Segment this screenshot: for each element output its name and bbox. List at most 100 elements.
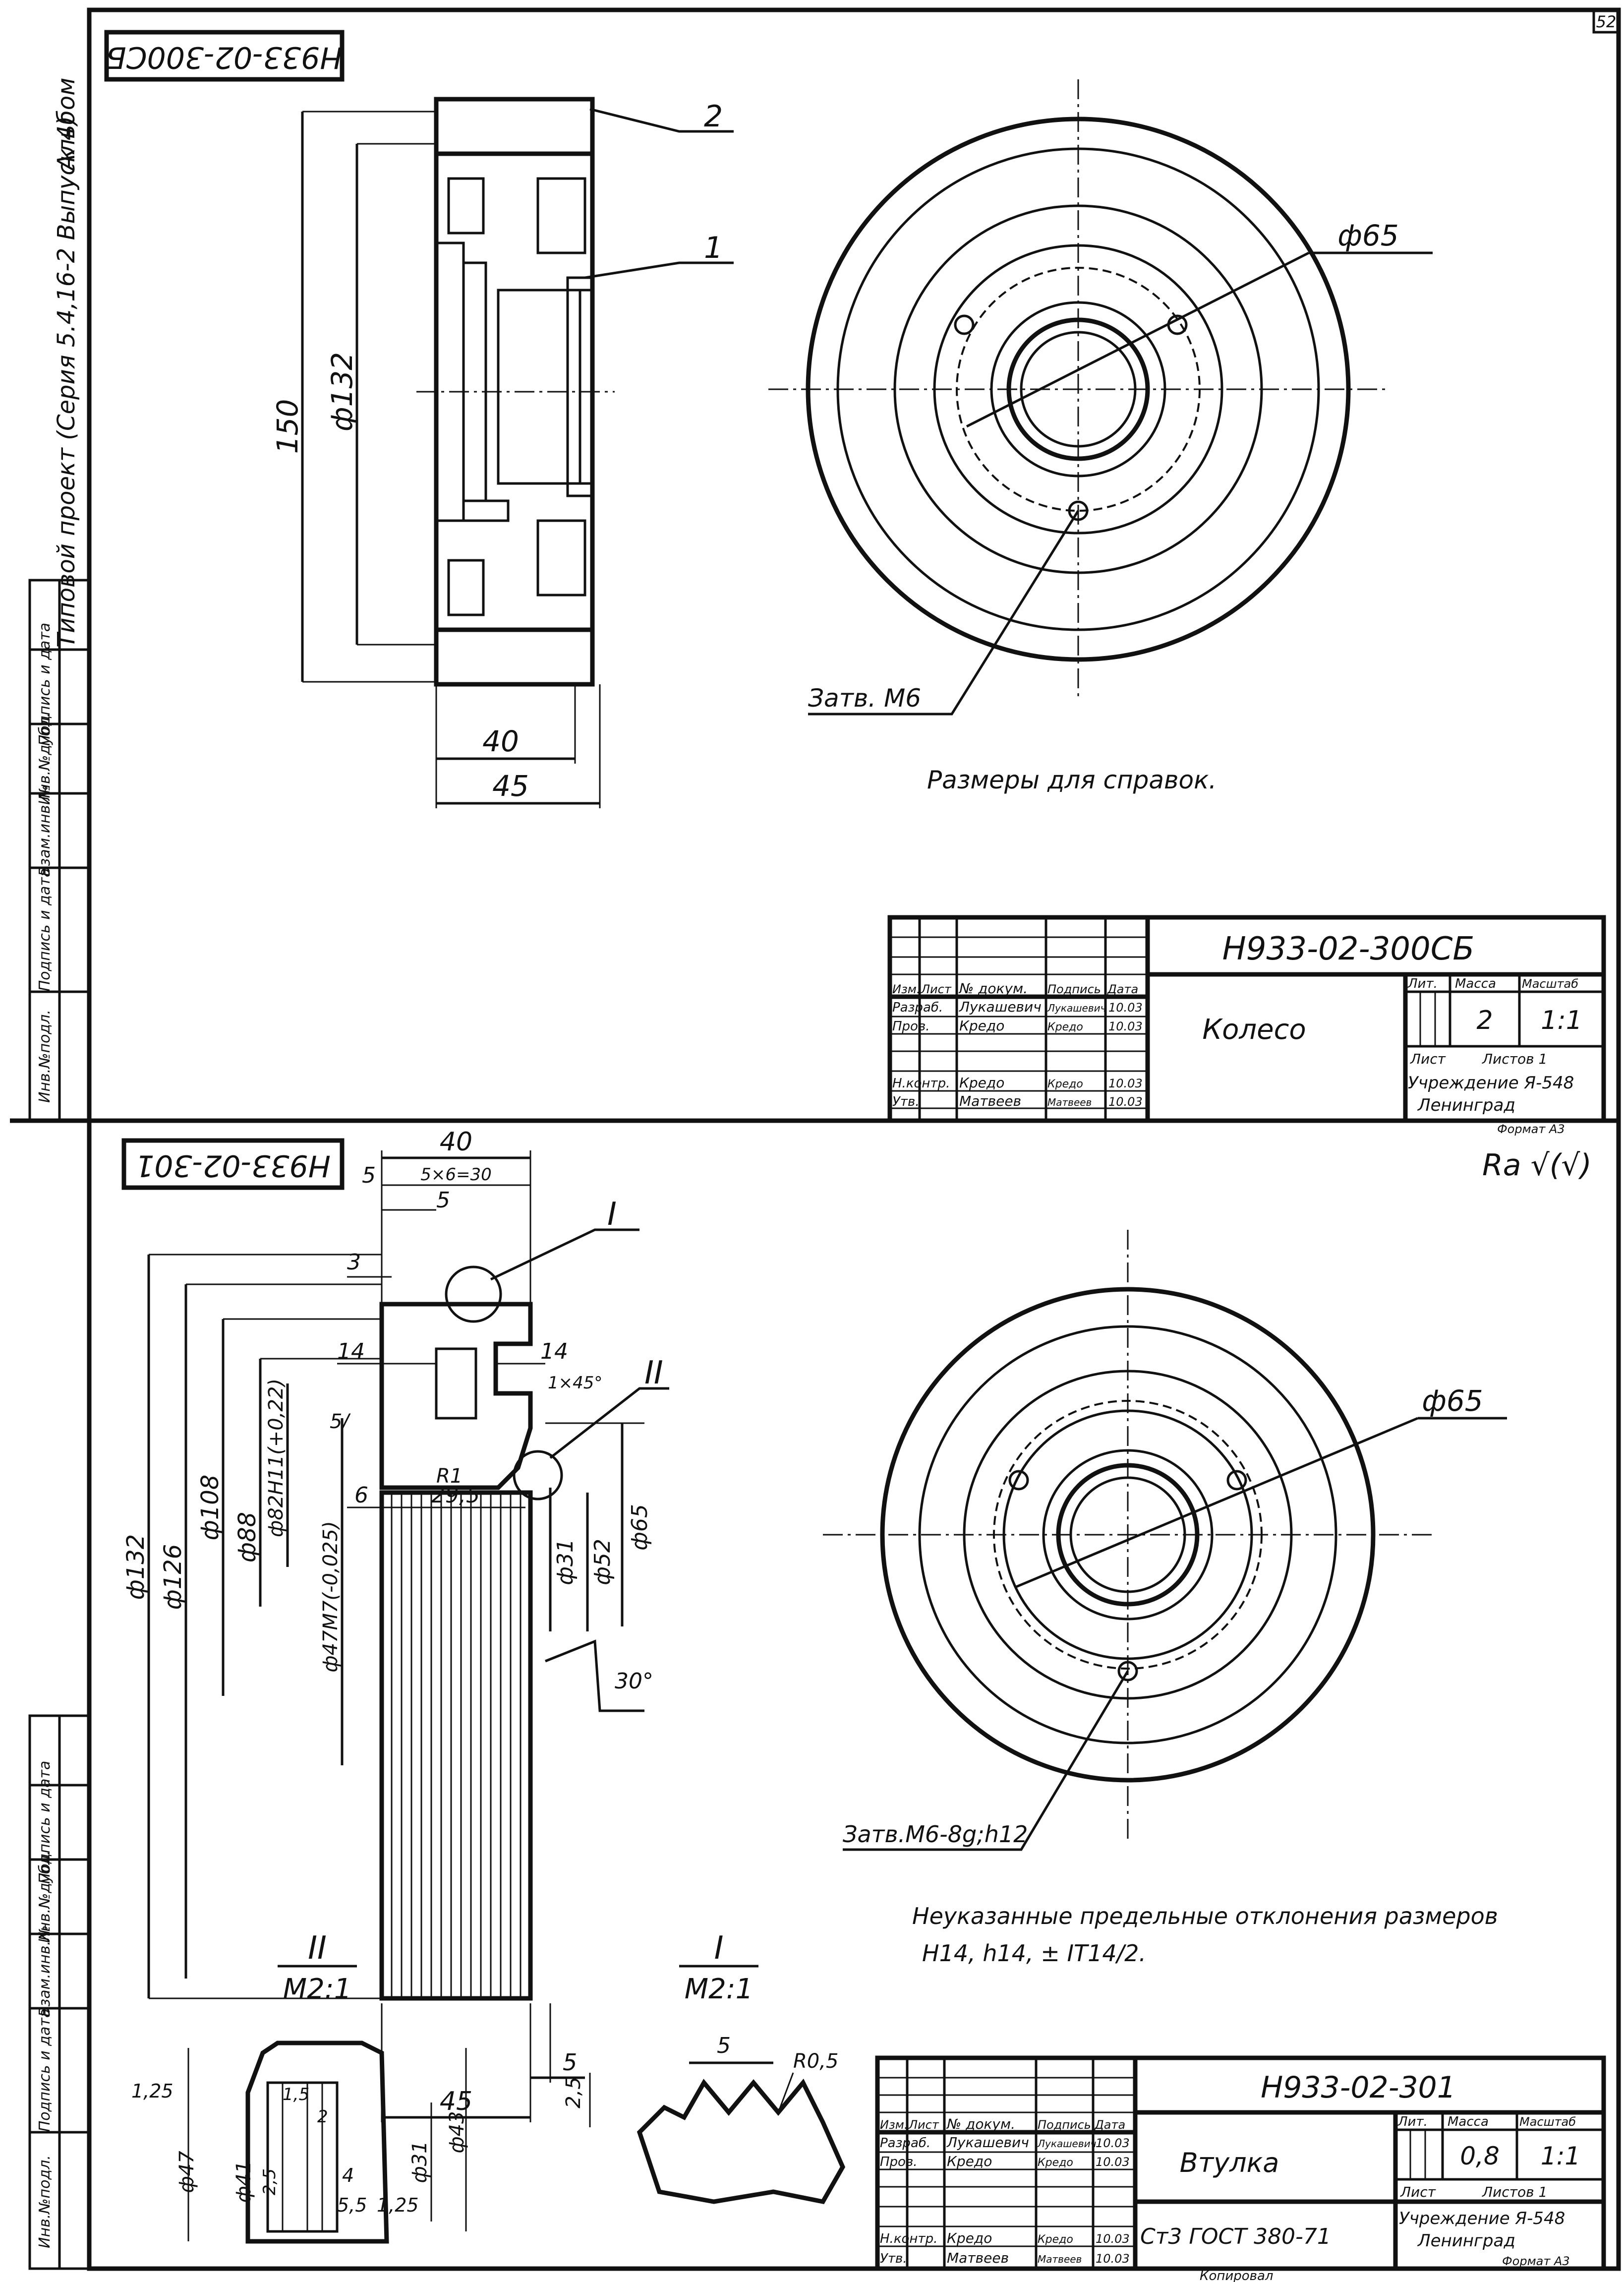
tb2-code: Н933-02-301 <box>1261 2070 1456 2105</box>
leader-1-label: 1 <box>704 231 723 265</box>
dim2-ang30: 30° <box>615 1669 653 1694</box>
fastener1-leader <box>808 510 1080 716</box>
dim2-r1: R1 <box>436 1465 463 1488</box>
tb1-lit-label: Лит. <box>1407 976 1438 991</box>
tb2-name: Втулка <box>1180 2147 1279 2178</box>
tb2-r2-name: Кредо <box>947 2230 992 2246</box>
tb2-r3-role: Утв. <box>880 2251 907 2266</box>
tb1-name: Колесо <box>1202 1014 1306 1046</box>
tb2-r1-role: Пров. <box>880 2155 918 2169</box>
bushing-front <box>823 1230 1507 1840</box>
tb1-r3-sign: Матвеев <box>1047 1096 1092 1108</box>
margin-album: Альбом <box>53 78 80 172</box>
angle-leader <box>545 1639 644 1712</box>
tb2-r1-name: Кредо <box>947 2153 992 2169</box>
tb2-mass: 0,8 <box>1460 2142 1500 2170</box>
drawing2-note-line1: Неуказанные предельные отклонения размер… <box>912 1903 1498 1929</box>
tb1-mass: 2 <box>1476 1006 1493 1035</box>
dim2-dia82: ф82Н11(+0,22) <box>265 1379 288 1537</box>
tb1-r2-role: Н.контр. <box>892 1076 950 1091</box>
tb1-r1-role: Пров. <box>892 1019 930 1034</box>
detail1-scale: М2:1 <box>685 1973 753 2005</box>
front2-dia65: ф65 <box>1422 1384 1483 1418</box>
detail2-scale: М2:1 <box>283 1973 351 2005</box>
dim2-3: 3 <box>347 1250 361 1275</box>
dim2-dia47: ф47М7(-0,025) <box>319 1521 342 1672</box>
tb1-r1-name: Кредо <box>959 1018 1004 1034</box>
tb2-r2-sign: Кредо <box>1038 2233 1073 2246</box>
tb1-h-date: Дата <box>1107 982 1138 996</box>
wheel-front <box>768 79 1433 699</box>
tb2-h-sign: Подпись <box>1038 2118 1091 2132</box>
tb2-r0-name: Лукашевич <box>946 2134 1029 2151</box>
callout1-label: I <box>607 1196 617 1233</box>
dim2-5s: 5/ <box>330 1410 351 1433</box>
tb1-r3-role: Утв. <box>892 1094 920 1109</box>
d2-dim-4: 1,5 <box>283 2085 309 2104</box>
side-margin: Альбом Типовой проект (Серия 5.4,16-2 Вы… <box>28 78 91 2270</box>
tb2-mass-label: Масса <box>1448 2114 1489 2129</box>
roughness-mark: Ra √(√) <box>1482 1148 1592 1183</box>
margin2-col-0: Инв.№подл. <box>36 2155 54 2248</box>
dim2-dia52: ф52 <box>590 1539 615 1585</box>
detail2: II М2:1 1,25 ф47 ф41 2,5 1,5 2 4 5,5 1,2… <box>131 1930 468 2244</box>
tb1-org1: Учреждение Я-548 <box>1408 1073 1574 1093</box>
leader-1 <box>584 261 734 279</box>
dim2-dia132: ф132 <box>122 1534 150 1600</box>
d2-dim-6: 4 <box>342 2164 354 2186</box>
tb1-format: Формат А3 <box>1497 1122 1565 1136</box>
tb2-r0-role: Разраб. <box>880 2136 930 2151</box>
tb1-r3-name: Матвеев <box>959 1093 1021 1109</box>
titleblock2: Н933-02-301 Втулка Ст3 ГОСТ 380-71 Изм. … <box>875 2055 1606 2282</box>
tb1-r0-name: Лукашевич <box>959 999 1042 1015</box>
detail1: I М2:1 5 2,5 R0,5 <box>562 1930 846 2205</box>
tb2-scale: 1:1 <box>1541 2142 1580 2170</box>
tb2-r2-role: Н.контр. <box>880 2231 937 2246</box>
dim2-chamfer: 1×45° <box>548 1373 602 1393</box>
d2-dim-8: 1,25 <box>377 2194 419 2216</box>
tb1-r2-name: Кредо <box>959 1075 1004 1091</box>
tb2-r1-date: 10.03 <box>1096 2155 1130 2169</box>
tb2-material: Ст3 ГОСТ 380-71 <box>1140 2224 1331 2249</box>
d2-dim-3: 2,5 <box>260 2168 280 2195</box>
margin-series: Типовой проект (Серия 5.4,16-2 Выпуск 4) <box>53 116 80 648</box>
dim2-5x6: 5×6=30 <box>420 1165 492 1185</box>
dim2-dia88: ф88 <box>233 1512 261 1562</box>
tb1-scale: 1:1 <box>1541 1006 1582 1035</box>
tb2-h-list: Лист <box>908 2118 939 2132</box>
tb1-r0-role: Разраб. <box>892 1000 943 1015</box>
tb2-copy: Копировал <box>1200 2269 1274 2282</box>
drawing2-note-line2: Н14, h14, ± IT14/2. <box>922 1940 1146 1967</box>
margin2-col-3: Инв.№дубл. <box>36 1851 54 1943</box>
d2-dim-9: ф31 <box>408 2141 431 2183</box>
tb2-h-izm: Изм. <box>880 2118 908 2132</box>
margin2-col-1: Подпись и дата <box>36 2009 54 2132</box>
fastener1-label: Затв. М6 <box>808 684 921 713</box>
drawing1-code-box: Н933-02-300СБ <box>106 40 343 74</box>
tb1-mass-label: Масса <box>1455 976 1496 991</box>
tb2-lit-label: Лит. <box>1397 2114 1428 2129</box>
tb2-sheets: Листов 1 <box>1482 2184 1547 2200</box>
tb2-footer: Формат А3 <box>1502 2254 1570 2268</box>
tb1-org2: Ленинград <box>1417 1095 1515 1115</box>
d1-dim-0: 5 <box>717 2033 731 2058</box>
drawing1: Н933-02-300СБ 2 1 150 <box>104 30 1433 808</box>
tb1-h-izm: Изм. <box>892 982 920 996</box>
leader-2 <box>589 108 734 133</box>
d2-dim-2: ф41 <box>232 2161 255 2203</box>
tb1-sheets: Листов 1 <box>1482 1051 1547 1067</box>
dim-dia132: ф132 <box>325 352 359 431</box>
dim-45: 45 <box>492 769 529 803</box>
tb1-h-list: Лист <box>921 982 952 996</box>
tb2-r0-date: 10.03 <box>1096 2136 1130 2150</box>
dim2-6: 6 <box>354 1483 368 1508</box>
d2-dim-1: ф47 <box>175 2151 198 2193</box>
tb1-r1-date: 10.03 <box>1108 1020 1143 1033</box>
margin2-col-4: Подпись и дата <box>36 1761 54 1884</box>
titleblock1: Н933-02-300СБ Колесо Изм. Лист № докум. … <box>887 915 1606 1136</box>
dim2-dia65: ф65 <box>627 1504 652 1551</box>
fastener2-label: Затв.М6-8g;h12 <box>843 1821 1028 1848</box>
tb2-r3-name: Матвеев <box>947 2250 1009 2266</box>
tb1-r1-sign: Кредо <box>1047 1021 1083 1033</box>
